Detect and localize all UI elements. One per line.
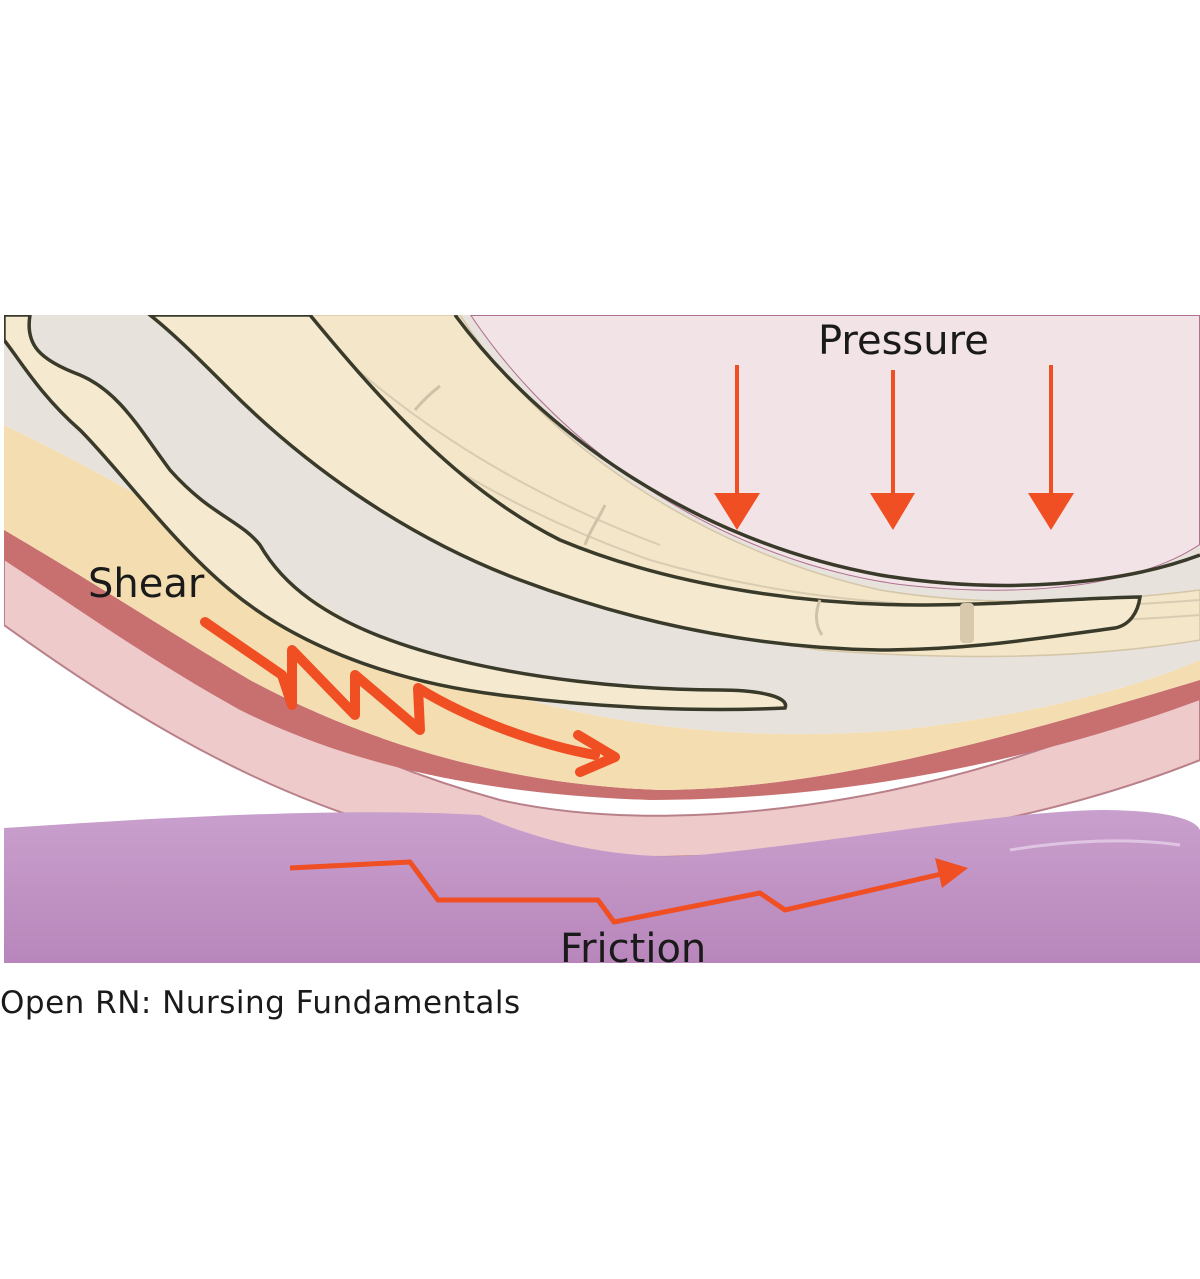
shear-arrowhead <box>573 730 620 777</box>
bone <box>4 315 788 712</box>
bed-surface <box>4 810 1200 963</box>
friction-arrow <box>289 859 951 925</box>
dermis-layer <box>4 530 1200 800</box>
bone-outline <box>453 315 1200 588</box>
bone-mark <box>413 384 441 411</box>
bone-mark <box>815 599 824 636</box>
figure-caption: Open RN: Nursing Fundamentals <box>0 985 521 1021</box>
pressure-arrowhead <box>1028 493 1074 530</box>
shear-arrow <box>200 617 600 760</box>
pressure-label: Pressure <box>818 318 989 364</box>
shear-label: Shear <box>88 561 205 607</box>
friction-label: Friction <box>560 926 706 972</box>
bone-mark <box>960 603 974 643</box>
pressure-arrowhead <box>870 493 915 530</box>
bed-surface-highlight <box>1009 839 1181 852</box>
bone <box>147 315 1143 652</box>
friction-arrowhead <box>935 858 968 888</box>
bone-mark <box>583 504 607 546</box>
pressure-arrowhead <box>714 493 760 530</box>
fat-layer <box>4 425 1200 790</box>
